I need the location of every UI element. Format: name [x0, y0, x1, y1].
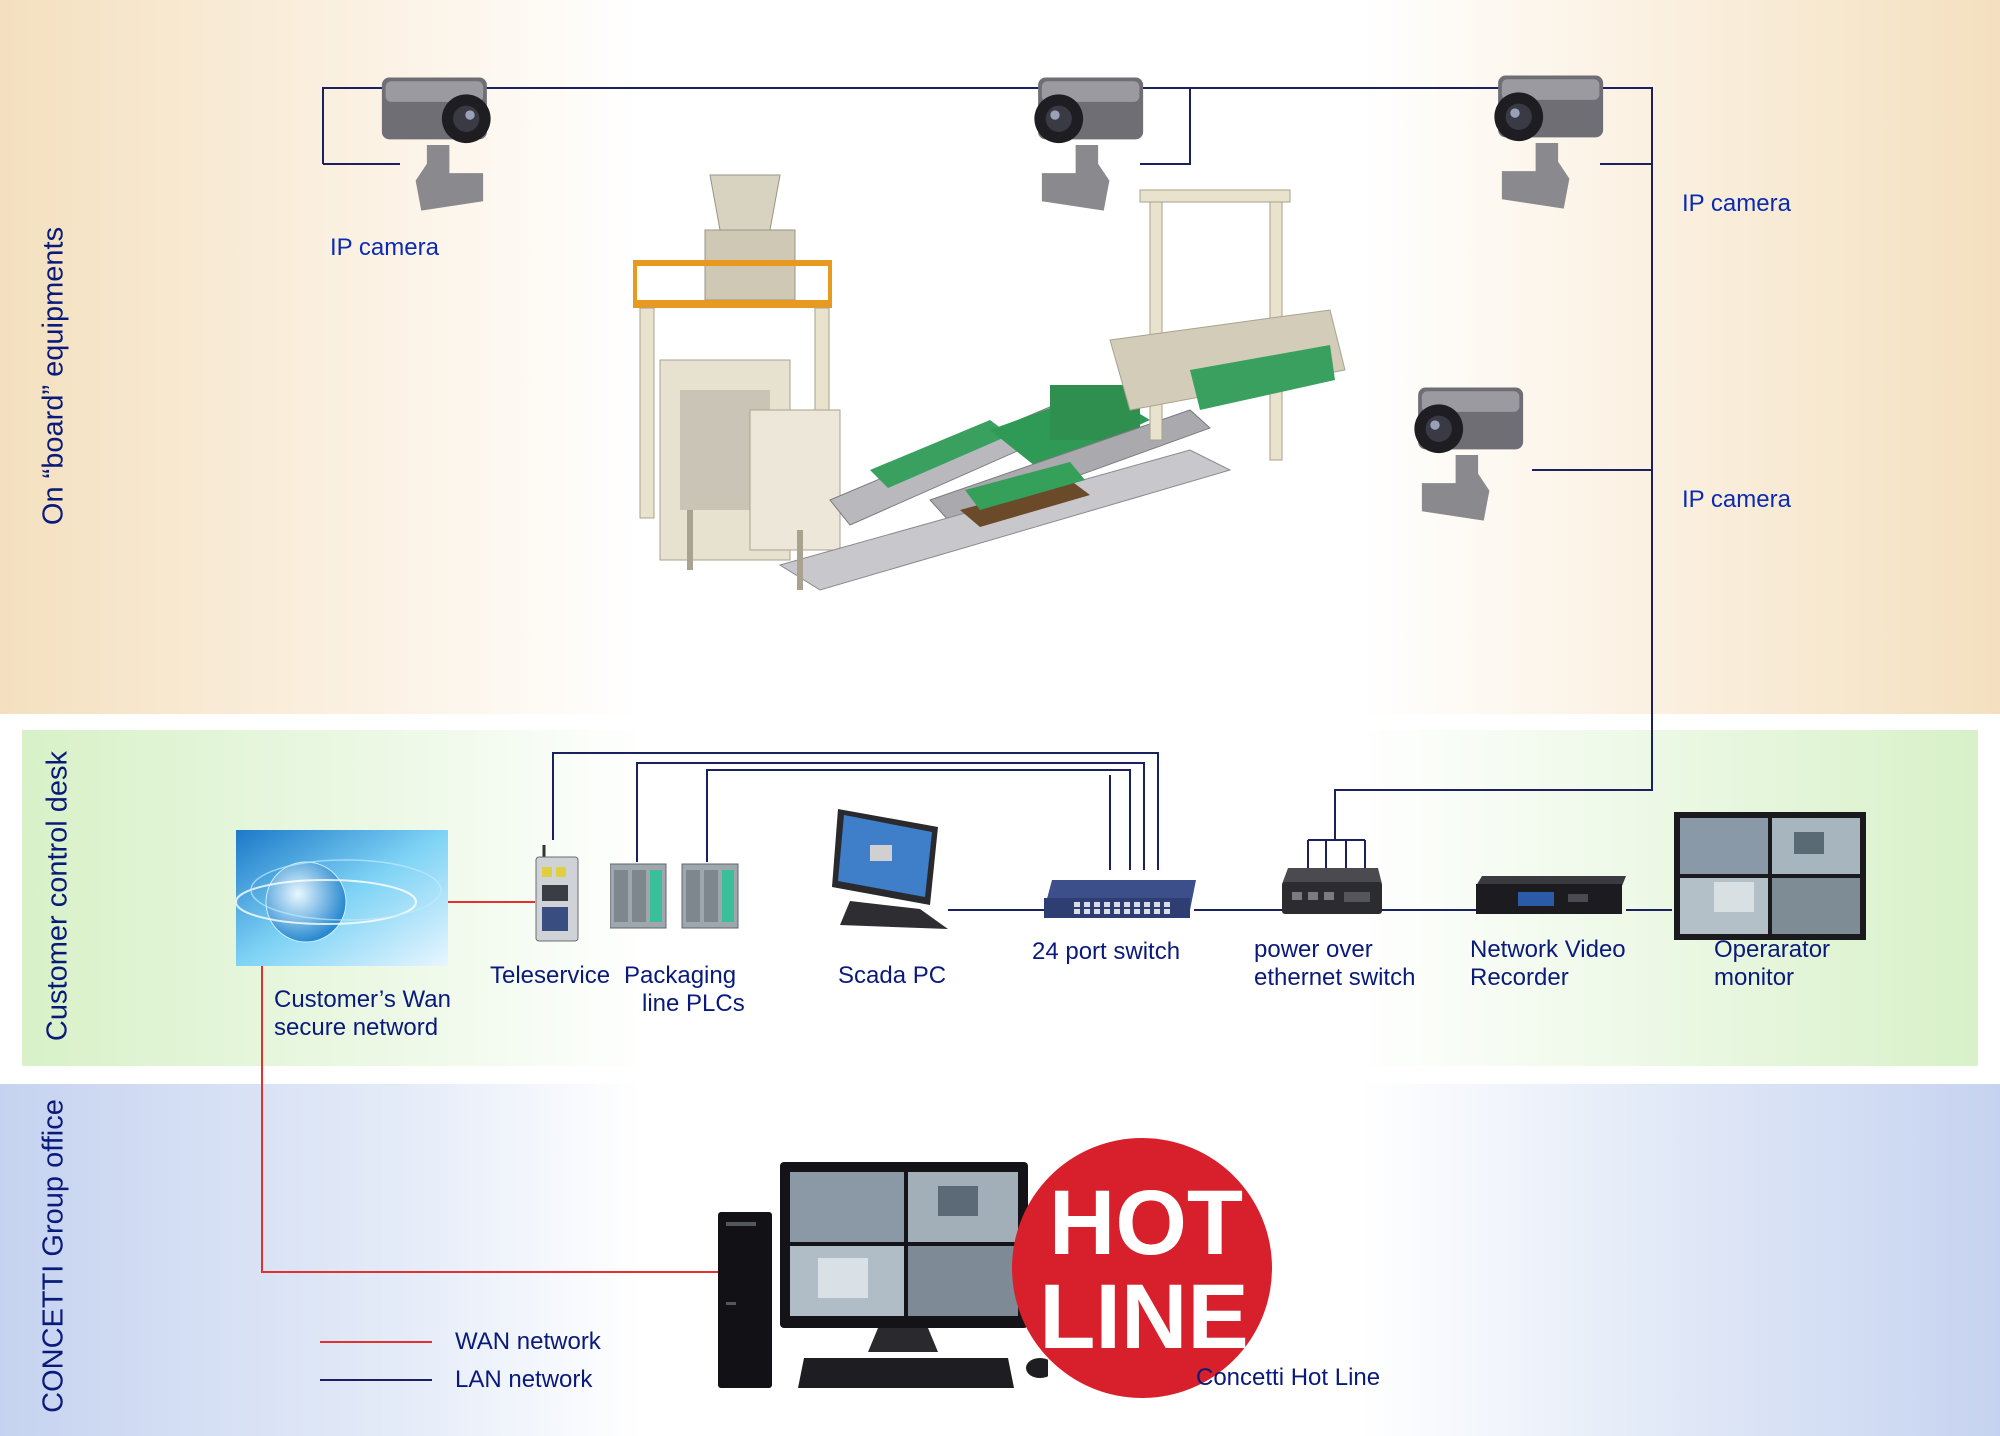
hotline-caption: Concetti Hot Line [1196, 1364, 1381, 1391]
poe-label-line1: power over [1254, 936, 1373, 963]
lan-plc2 [706, 769, 1131, 870]
ip-camera-icon [381, 77, 491, 211]
legend-lan-label: LAN network [455, 1366, 593, 1393]
lan-camera-trunk [322, 87, 1653, 840]
poe-switch-icon [1282, 868, 1382, 914]
switch-24-port-icon [1044, 880, 1196, 918]
monitor-label-line2: monitor [1714, 964, 1795, 991]
lan-teleservice [552, 752, 1159, 870]
plc-label-line2: line PLCs [642, 990, 745, 1017]
monitor-label-line1: Operarator [1714, 936, 1831, 963]
ip-camera-icon [1494, 75, 1604, 209]
wan-globe-icon [236, 830, 448, 966]
plc-label-line1: Packaging [624, 962, 737, 989]
zone-onboard-equipment [0, 0, 2000, 714]
switch24-label: 24 port switch [1032, 938, 1181, 965]
wan-to-hotline [261, 952, 718, 1273]
ip-camera-label: IP camera [330, 234, 439, 261]
operator-monitor-icon [1674, 812, 1866, 940]
legend-wan-label: WAN network [455, 1328, 601, 1355]
teleservice-label: Teleservice [490, 962, 611, 989]
nvr-icon [1476, 876, 1626, 914]
office-desktop-icon [718, 1162, 1048, 1388]
hotline-logo-line1: HOT [1049, 1172, 1243, 1274]
lan-plc1 [636, 762, 1145, 870]
scada-label: Scada PC [838, 962, 947, 989]
wan-label-line1: Customer’s Wan [274, 986, 451, 1013]
ip-camera-label: IP camera [1682, 190, 1791, 217]
ip-camera-label: IP camera [1682, 486, 1791, 513]
poe-label-line2: ethernet switch [1254, 964, 1416, 991]
packaging-line-illustration [633, 174, 1346, 591]
plc-icon [610, 863, 739, 929]
teleservice-router-icon [535, 845, 579, 942]
nvr-label-line1: Network Video [1470, 936, 1626, 963]
hotline-logo-icon: HOT LINE [1012, 1138, 1272, 1398]
legend-swatches [320, 1341, 432, 1381]
nvr-label-line2: Recorder [1470, 964, 1569, 991]
hotline-logo-line2: LINE [1039, 1266, 1249, 1368]
scada-pc-icon [832, 809, 948, 929]
lan-camera2 [1140, 88, 1191, 165]
wan-label-line2: secure netword [274, 1014, 439, 1041]
ip-camera-icon [1414, 387, 1524, 521]
